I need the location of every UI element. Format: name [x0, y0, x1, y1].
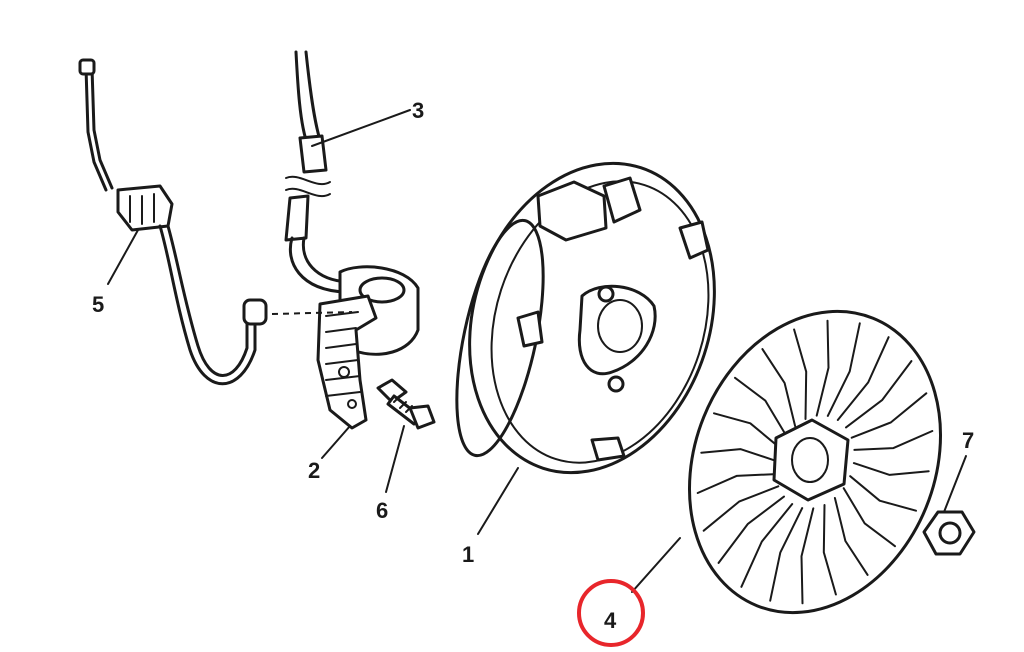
fan-blade [700, 448, 778, 462]
part-4-cooling-fan [687, 309, 943, 615]
label-part-3: 3 [412, 98, 424, 123]
leader-3 [311, 109, 411, 147]
part-2-ignition-coil [271, 265, 420, 430]
fan-blade [793, 328, 808, 420]
fan-blade [815, 319, 830, 417]
fan-blade [842, 487, 896, 548]
fan-blade [826, 322, 861, 417]
fan-blade [717, 495, 785, 564]
part-3-lead-wire [284, 50, 350, 294]
fan-blade [769, 507, 804, 602]
label-part-1: 1 [462, 542, 474, 567]
fan-blade [822, 504, 837, 596]
label-part-2: 2 [308, 458, 320, 483]
leader-2 [321, 425, 351, 459]
leader-4 [631, 537, 681, 593]
fan-blade [702, 485, 780, 532]
fan-blade [696, 473, 777, 494]
highlight-circle [577, 579, 645, 647]
fan-blade [850, 392, 928, 439]
fan-blade [740, 503, 794, 588]
part-1-flywheel [455, 161, 716, 475]
leader-7 [943, 455, 967, 513]
fan-blade [852, 462, 930, 476]
fan-blade [833, 497, 869, 576]
fan-blades [696, 319, 934, 605]
part-labels: 3 5 2 6 1 7 4 [92, 98, 974, 633]
leader-1 [477, 467, 519, 535]
fan-blade [853, 430, 934, 451]
fan-blade [713, 412, 781, 449]
fan-blade [845, 360, 913, 429]
fan-blade [800, 507, 815, 605]
fan-blade [849, 475, 917, 512]
label-part-4: 4 [604, 608, 617, 633]
fan-blade [761, 348, 797, 427]
part-7-nut [922, 510, 976, 556]
label-part-5: 5 [92, 292, 104, 317]
fan-blade [836, 336, 890, 421]
part-6-bolt [376, 378, 436, 430]
label-part-7: 7 [962, 428, 974, 453]
leader-5 [107, 229, 139, 285]
leader-6 [385, 425, 405, 493]
leader-lines [107, 109, 967, 593]
fan-blade [734, 376, 788, 437]
label-part-6: 6 [376, 498, 388, 523]
part-5-connector [78, 58, 268, 386]
